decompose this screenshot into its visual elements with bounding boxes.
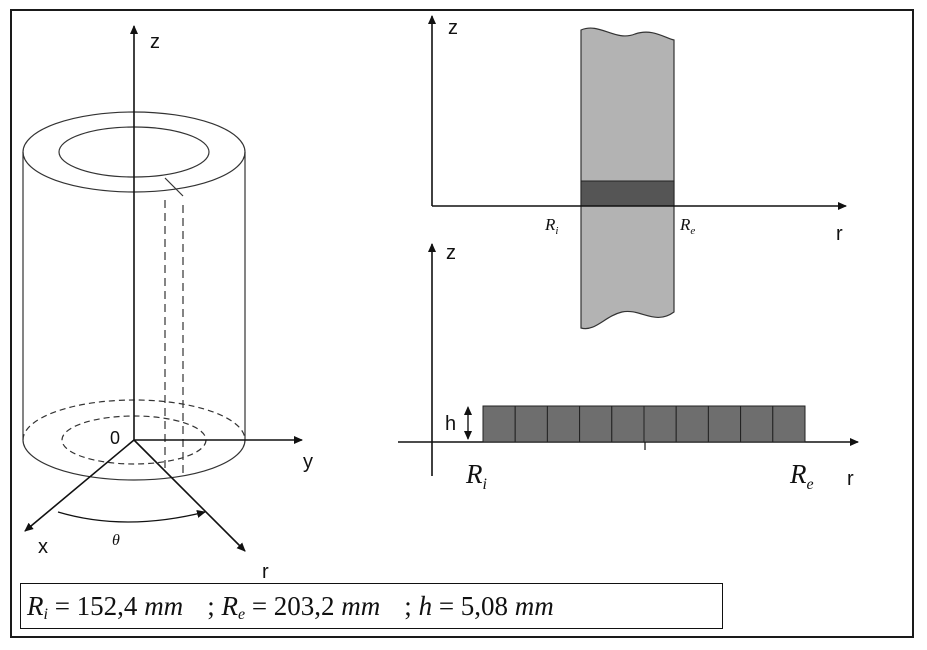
- label-z-strip: z: [448, 17, 458, 39]
- label-re-mesh: Re: [789, 459, 814, 493]
- axis-r-3d: [133, 439, 246, 552]
- figure-frame: [10, 9, 914, 638]
- axis-x-3d: [24, 439, 135, 532]
- label-x-3d: x: [38, 536, 48, 558]
- section-top-edge: [164, 177, 184, 197]
- label-origin: 0: [110, 428, 120, 448]
- formula-re-sub: e: [237, 606, 246, 623]
- label-ri-mesh: Ri: [465, 459, 487, 493]
- label-ri-strip: Ri: [544, 215, 558, 237]
- mesh-element: [675, 405, 709, 443]
- formula-re-value: = 203,2: [245, 591, 342, 621]
- mesh-element: [740, 405, 774, 443]
- label-z-3d: z: [150, 31, 160, 53]
- axes-3d: [24, 25, 303, 552]
- formula-sep-2: ;: [404, 591, 412, 621]
- label-theta: θ: [112, 532, 120, 549]
- mesh-elements: [482, 405, 806, 443]
- formula-ri-value: = 152,4: [47, 591, 145, 621]
- formula-h-symbol: h: [418, 591, 433, 621]
- mesh-element: [707, 405, 742, 443]
- mesh-element: [579, 405, 613, 443]
- formula-re-unit: mm: [341, 591, 381, 621]
- dimensions-formula: Ri = 152,4 mm; Re = 203,2 mm; h = 5,08 m…: [20, 583, 723, 629]
- formula-ri-unit: mm: [144, 591, 184, 621]
- theta-arc: [57, 510, 206, 523]
- formula-ri-sub: i: [43, 606, 48, 623]
- mesh-element: [611, 405, 645, 443]
- label-h-mesh: h: [445, 413, 456, 435]
- strip-section: [580, 27, 675, 330]
- formula-h-unit: mm: [514, 591, 554, 621]
- formula-sep-1: ;: [207, 591, 215, 621]
- label-r-strip: r: [836, 223, 843, 245]
- label-z-mesh: z: [446, 242, 456, 264]
- mesh-element: [643, 405, 677, 443]
- formula-re-symbol: R: [221, 591, 238, 621]
- cylinder-bottom-front: [22, 439, 246, 481]
- label-r-3d: r: [262, 561, 269, 583]
- axes-strip: [428, 15, 847, 210]
- mesh-element: [546, 405, 581, 443]
- strip-body: [580, 27, 675, 330]
- strip-band: [580, 180, 675, 207]
- mesh-element: [514, 405, 548, 443]
- label-y-3d: y: [303, 451, 313, 473]
- mesh-element: [772, 405, 806, 443]
- formula-ri-symbol: R: [27, 591, 44, 621]
- label-re-strip: Re: [679, 215, 695, 237]
- label-r-mesh: r: [847, 468, 854, 490]
- mesh-element: [482, 405, 516, 443]
- formula-h-value: = 5,08: [432, 591, 515, 621]
